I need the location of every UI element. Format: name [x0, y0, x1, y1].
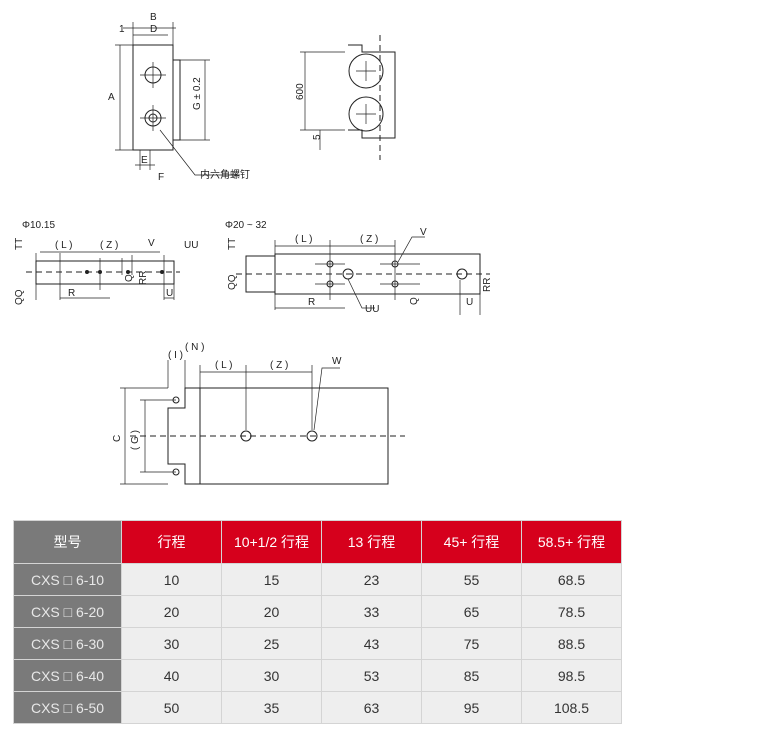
phi10-label-l: ( L ) — [55, 240, 72, 251]
table-cell: 53 — [321, 659, 422, 692]
label-b: B — [150, 12, 157, 23]
table-cell: 98.5 — [521, 659, 622, 692]
phi10-title: Φ10.15 — [22, 220, 55, 231]
label-f: F — [158, 172, 164, 183]
table-cell: 20 — [221, 595, 322, 628]
drawing-side-view: B D 1 A G ± 0.2 E F 内六角螺钉 — [108, 12, 250, 183]
table-cell: 50 — [121, 691, 222, 724]
table-cell: 108.5 — [521, 691, 622, 724]
table-cell: 85 — [421, 659, 522, 692]
model-cell: CXS □ 6-40 — [13, 659, 122, 692]
drawing-phi10-15: Φ10.15 TT ( L ) ( Z ) V UU QQ R Q RR U — [14, 220, 198, 305]
phi20-title: Φ20 ~ 32 — [225, 220, 267, 231]
phi10-label-tt: TT — [14, 238, 25, 250]
phi20-label-l: ( L ) — [295, 234, 312, 245]
model-cell: CXS □ 6-10 — [13, 563, 122, 596]
header-cell: 13 行程 — [321, 520, 422, 564]
table-cell: 30 — [121, 627, 222, 660]
phi20-label-qq: QQ — [227, 274, 238, 290]
label-e: E — [141, 155, 148, 166]
label-a: A — [108, 92, 115, 103]
phi10-label-q: Q — [124, 274, 135, 282]
phi20-label-tt: TT — [227, 238, 238, 250]
table-cell: 63 — [321, 691, 422, 724]
phi20-label-v: V — [420, 227, 427, 238]
label-g: G ± 0.2 — [192, 77, 203, 110]
table-cell: 68.5 — [521, 563, 622, 596]
table-cell: 65 — [421, 595, 522, 628]
table-header-row: 型号 行程 10+1/2 行程 13 行程 45+ 行程 58.5+ 行程 — [13, 520, 622, 564]
drawing-phi20-32: Φ20 ~ 32 TT ( L ) ( Z ) V UU QQ R Q RR U — [225, 220, 493, 315]
table-cell: 25 — [221, 627, 322, 660]
model-cell: CXS □ 6-50 — [13, 691, 122, 724]
label-d: D — [150, 24, 157, 35]
phi10-label-r: R — [68, 288, 75, 299]
phi10-label-z: ( Z ) — [100, 240, 118, 251]
table-cell: 95 — [421, 691, 522, 724]
table-cell: 43 — [321, 627, 422, 660]
table-cell: 75 — [421, 627, 522, 660]
label-screw: 内六角螺钉 — [200, 168, 250, 181]
table-cell: 33 — [321, 595, 422, 628]
phi20-label-rr: RR — [482, 278, 493, 292]
header-model: 型号 — [13, 520, 122, 564]
plan-label-l: ( L ) — [215, 360, 232, 371]
plan-label-i: ( I ) — [168, 350, 183, 361]
phi20-label-uu: UU — [365, 304, 379, 315]
table-cell: 55 — [421, 563, 522, 596]
plan-label-z: ( Z ) — [270, 360, 288, 371]
label-1: 1 — [119, 24, 125, 35]
spec-table: 型号 行程 10+1/2 行程 13 行程 45+ 行程 58.5+ 行程 CX… — [13, 520, 622, 724]
table-cell: 10 — [121, 563, 222, 596]
phi10-label-rr: RR — [138, 271, 149, 285]
table-cell: 20 — [121, 595, 222, 628]
phi10-label-u: U — [166, 288, 173, 299]
phi10-label-uu: UU — [184, 240, 198, 251]
header-cell: 45+ 行程 — [421, 520, 522, 564]
model-cell: CXS □ 6-30 — [13, 627, 122, 660]
phi10-label-v: V — [148, 238, 155, 249]
phi20-label-z: ( Z ) — [360, 234, 378, 245]
phi10-label-qq: QQ — [14, 289, 25, 305]
header-cell: 行程 — [121, 520, 222, 564]
table-cell: 40 — [121, 659, 222, 692]
label-5: 5 — [312, 134, 323, 140]
table-cell: 78.5 — [521, 595, 622, 628]
drawing-plan-view: ( I ) ( N ) ( L ) ( Z ) W C ( G ) — [112, 342, 405, 485]
table-cell: 30 — [221, 659, 322, 692]
table-cell: 88.5 — [521, 627, 622, 660]
phi20-label-r: R — [308, 297, 315, 308]
phi20-label-q: Q — [409, 297, 420, 305]
plan-label-n: ( N ) — [185, 342, 204, 353]
drawing-front-view: 600 5 — [295, 35, 396, 160]
model-cell: CXS □ 6-20 — [13, 595, 122, 628]
plan-label-g: ( G ) — [130, 430, 141, 450]
table-cell: 35 — [221, 691, 322, 724]
header-cell: 58.5+ 行程 — [521, 520, 622, 564]
phi20-label-u: U — [466, 297, 473, 308]
plan-label-c: C — [112, 435, 123, 442]
plan-label-w: W — [332, 356, 342, 367]
label-600: 600 — [295, 83, 306, 100]
table-cell: 15 — [221, 563, 322, 596]
header-cell: 10+1/2 行程 — [221, 520, 322, 564]
technical-drawings: B D 1 A G ± 0.2 E F 内六角螺钉 600 5 Φ10.15 T… — [14, 12, 493, 485]
table-cell: 23 — [321, 563, 422, 596]
